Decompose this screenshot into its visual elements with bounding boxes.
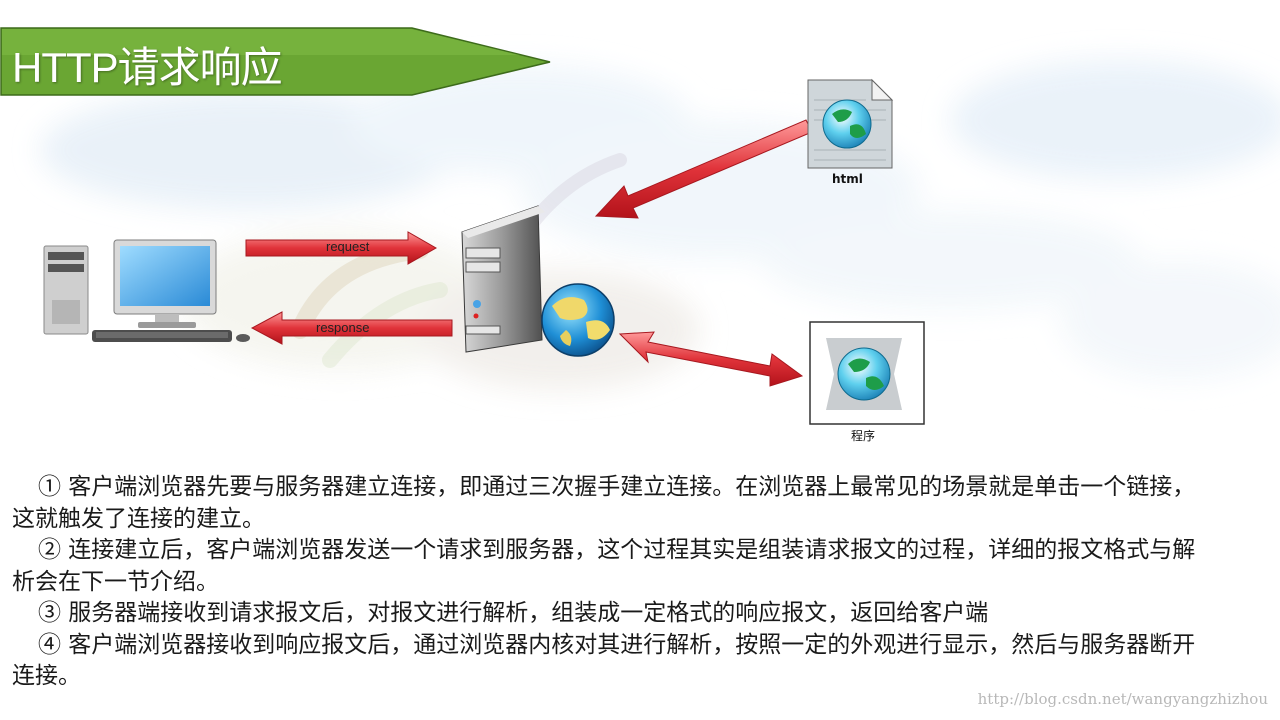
- step-1-text: ① 客户端浏览器先要与服务器建立连接，即通过三次握手建立连接。在浏览器上最常见的…: [12, 474, 1196, 532]
- html-document-icon: [807, 78, 894, 169]
- page-title: HTTP请求响应: [12, 44, 283, 91]
- request-label: request: [326, 239, 370, 254]
- globe-icon: [541, 283, 615, 357]
- explanation-text: ① 客户端浏览器先要与服务器建立连接，即通过三次握手建立连接。在浏览器上最常见的…: [12, 472, 1207, 693]
- title-banner: [0, 27, 551, 96]
- desktop-computer-icon: [43, 239, 250, 342]
- program-icon: [809, 321, 925, 425]
- step-2-text: ② 连接建立后，客户端浏览器发送一个请求到服务器，这个过程其实是组装请求报文的过…: [12, 537, 1196, 595]
- html-to-server-arrow: [594, 119, 813, 219]
- request-arrow: [245, 231, 438, 265]
- footer-url: http://blog.csdn.net/wangyangzhizhou: [977, 690, 1268, 708]
- html-label: html: [832, 172, 863, 186]
- server-icon: [461, 205, 545, 353]
- response-arrow: [250, 311, 453, 345]
- program-label: 程序: [851, 429, 876, 443]
- response-label: response: [316, 320, 370, 335]
- step-4-text: ④ 客户端浏览器接收到响应报文后，通过浏览器内核对其进行解析，按照一定的外观进行…: [12, 631, 1196, 690]
- server-program-arrow: [618, 331, 804, 387]
- step-3-text: ③ 服务器端接收到请求报文后，对报文进行解析，组装成一定格式的响应报文，返回给客…: [38, 600, 989, 626]
